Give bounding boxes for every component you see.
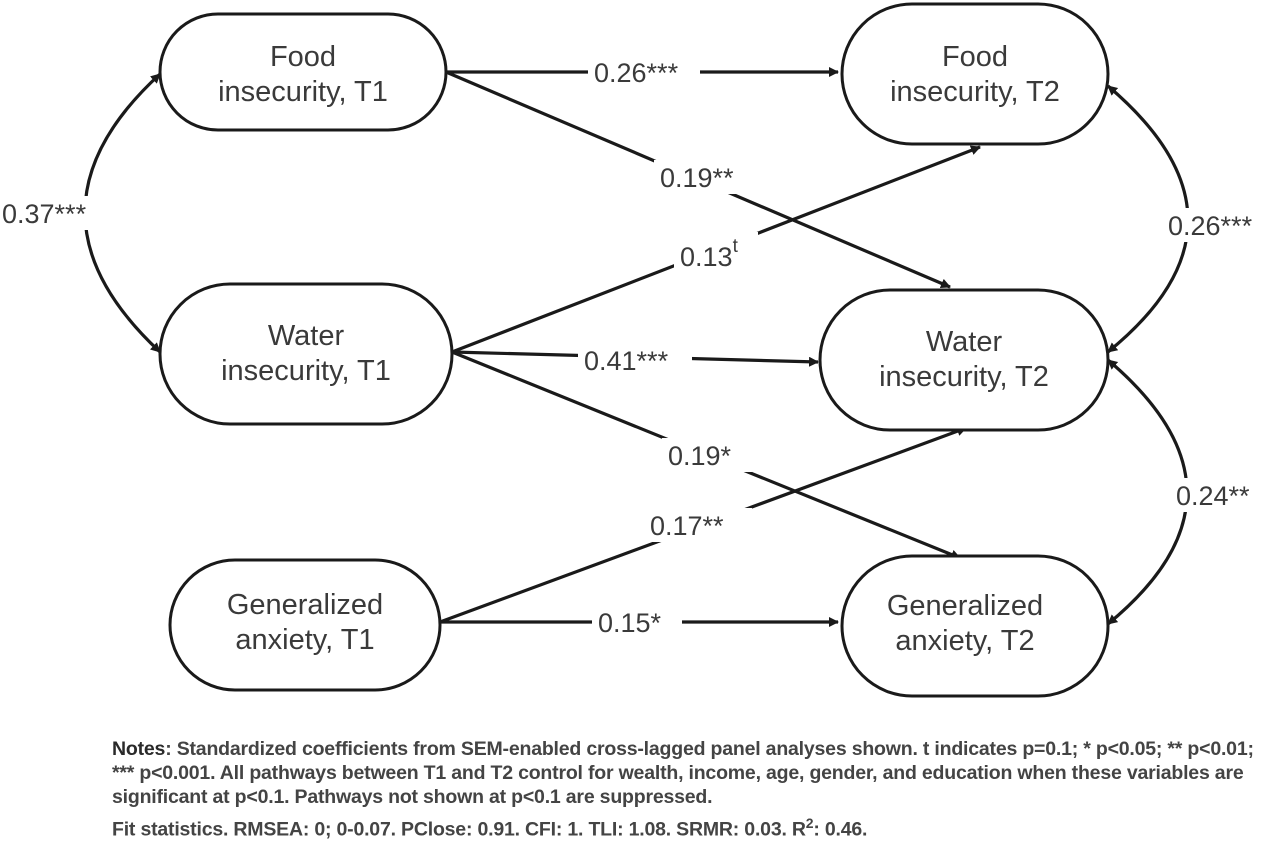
fit-statistics-end: : 0.46. xyxy=(813,818,868,841)
node-generalized-anxiety-t2: Generalized anxiety, T2 xyxy=(840,554,1110,698)
cov-food-water-t1: 0.37*** xyxy=(2,199,87,229)
node-label-line-2: insecurity, T1 xyxy=(218,76,388,108)
node-food-insecurity-t2: Food insecurity, T2 xyxy=(840,2,1110,146)
notes-block: Notes: Standardized coefficients from SE… xyxy=(112,737,1277,842)
coefficient-labels: 0.26*** 0.19** 0.13t 0.41*** 0.19* 0.17*… xyxy=(0,56,1276,638)
cov-food-water-t2: 0.26*** xyxy=(1168,211,1253,241)
node-food-insecurity-t1: Food insecurity, T1 xyxy=(158,12,448,132)
coef-food-t1-water-t2: 0.19** xyxy=(660,163,734,193)
node-label-line-1: Food xyxy=(942,41,1008,73)
node-label-line-2: insecurity, T2 xyxy=(890,76,1060,108)
node-label-line-1: Water xyxy=(926,326,1003,358)
notes-paragraph: Notes: Standardized coefficients from SE… xyxy=(112,737,1277,809)
node-label-line-2: anxiety, T1 xyxy=(235,624,374,656)
node-label-line-1: Food xyxy=(270,41,336,73)
notes-body: : Standardized coefficients from SEM-ena… xyxy=(112,738,1254,808)
node-water-insecurity-t1: Water insecurity, T1 xyxy=(158,282,454,426)
node-label-line-2: insecurity, T2 xyxy=(879,361,1049,393)
coef-anxiety-t1-water-t2: 0.17** xyxy=(650,511,724,541)
coef-anxiety-t1-anxiety-t2: 0.15* xyxy=(598,608,662,638)
coef-sup-t: t xyxy=(733,236,739,257)
coef-water-t1-anxiety-t2: 0.19* xyxy=(668,441,732,471)
node-label-line-2: insecurity, T1 xyxy=(221,355,391,387)
node-label-line-1: Generalized xyxy=(227,589,383,621)
node-label-line-1: Generalized xyxy=(887,590,1043,622)
fit-statistics-text: Fit statistics. RMSEA: 0; 0-0.07. PClose… xyxy=(112,818,806,841)
node-generalized-anxiety-t1: Generalized anxiety, T1 xyxy=(168,558,442,692)
node-water-insecurity-t2: Water insecurity, T2 xyxy=(818,288,1110,432)
cov-water-anxiety-t2: 0.24** xyxy=(1176,481,1250,511)
node-label-line-1: Water xyxy=(268,320,345,352)
coef-water-t1-food-t2: 0.13t xyxy=(680,236,739,272)
notes-label: Notes xyxy=(112,738,166,760)
fit-statistics: Fit statistics. RMSEA: 0; 0-0.07. PClose… xyxy=(112,811,1277,842)
coef-water-t1-water-t2: 0.41*** xyxy=(584,346,669,376)
fit-r-squared-superscript: 2 xyxy=(805,815,814,831)
path-diagram: 0.26*** 0.19** 0.13t 0.41*** 0.19* 0.17*… xyxy=(0,2,1276,698)
coef-food-t1-food-t2: 0.26*** xyxy=(594,58,679,88)
node-label-line-2: anxiety, T2 xyxy=(895,625,1034,657)
